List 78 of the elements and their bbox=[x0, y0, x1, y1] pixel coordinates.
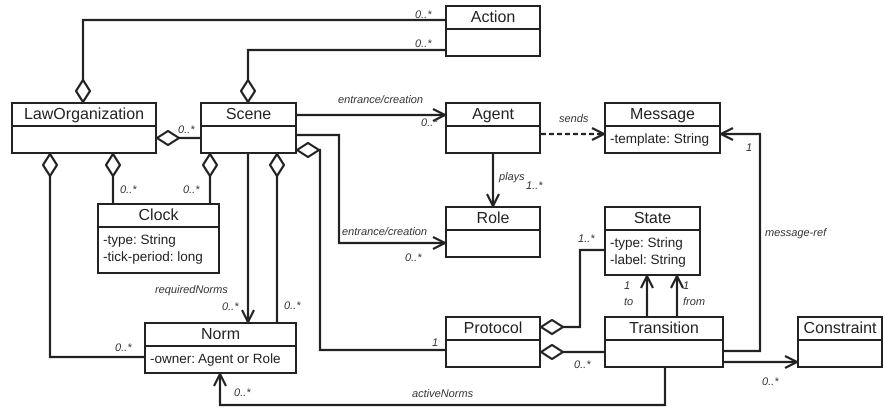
association-arrow bbox=[297, 108, 446, 122]
class-box bbox=[11, 102, 157, 154]
edge-label: 0..* bbox=[762, 376, 779, 388]
attribute-text: -type: String bbox=[609, 234, 684, 251]
class-name: LawOrganization bbox=[13, 104, 155, 127]
multiplicity-label: 0..* bbox=[222, 301, 239, 313]
multiplicity-label: 1..* bbox=[526, 180, 543, 192]
aggregation-line bbox=[156, 130, 200, 146]
aggregation-line bbox=[540, 344, 604, 360]
class-name: Message bbox=[606, 104, 719, 127]
edge-label: 1 bbox=[432, 337, 438, 349]
attribute-text: -tick-period: long bbox=[102, 248, 204, 265]
class-box bbox=[97, 203, 220, 274]
class-box bbox=[200, 102, 297, 154]
association-arrow bbox=[670, 274, 684, 316]
multiplicity-label: 1 bbox=[683, 280, 690, 292]
edge-label: 0..* bbox=[574, 359, 591, 371]
class-box bbox=[445, 102, 541, 154]
aggregation-line bbox=[296, 142, 445, 352]
association-arrow bbox=[720, 126, 762, 352]
class-box bbox=[445, 206, 541, 258]
class-name: Scene bbox=[202, 104, 295, 127]
multiplicity-label: 0..* bbox=[234, 387, 251, 399]
class-name: Transition bbox=[606, 318, 722, 341]
edge-label: 0..* bbox=[415, 38, 432, 50]
attribute-text: -template: String bbox=[609, 130, 710, 147]
edge-label: to bbox=[624, 296, 634, 308]
class-box bbox=[604, 206, 701, 276]
edge-label: requiredNorms bbox=[155, 284, 228, 296]
class-box bbox=[604, 316, 724, 368]
association-arrow bbox=[486, 154, 500, 208]
class-box bbox=[144, 322, 297, 374]
edge-label: entrance/creation bbox=[342, 226, 427, 238]
attribute-text: -type: String bbox=[102, 231, 177, 248]
edge-label: entrance/creation bbox=[338, 94, 423, 106]
class-name: Action bbox=[447, 7, 539, 30]
edge-label: activeNorms bbox=[412, 388, 474, 400]
class-name: Protocol bbox=[447, 318, 539, 341]
class-name: Agent bbox=[447, 104, 539, 127]
association-arrow bbox=[541, 126, 606, 142]
class-name: State bbox=[606, 208, 699, 231]
edge-label: from bbox=[683, 296, 705, 308]
edge-label: 0..* bbox=[115, 342, 132, 354]
edge-label: plays bbox=[499, 171, 525, 183]
multiplicity-label: 1 bbox=[746, 142, 752, 154]
edge-label: sends bbox=[559, 113, 588, 125]
edge-label: 0..* bbox=[183, 184, 200, 196]
association-arrow bbox=[240, 154, 256, 324]
class-box bbox=[445, 5, 541, 57]
association-arrow bbox=[212, 368, 666, 406]
attribute-text: -owner: Agent or Role bbox=[149, 350, 282, 367]
class-name: Clock bbox=[99, 205, 218, 228]
edge-label: 0..* bbox=[178, 124, 195, 136]
class-box bbox=[797, 316, 883, 368]
attribute-text: -label: String bbox=[609, 251, 687, 268]
aggregation-line bbox=[104, 152, 122, 203]
aggregation-line bbox=[240, 48, 445, 104]
class-name: Constraint bbox=[799, 318, 881, 341]
class-name: Norm bbox=[146, 324, 295, 347]
aggregation-line bbox=[74, 18, 445, 104]
class-name: Role bbox=[447, 208, 539, 231]
aggregation-line bbox=[202, 152, 218, 203]
multiplicity-label: 1 bbox=[624, 280, 630, 292]
aggregation-line bbox=[42, 152, 144, 358]
association-arrow bbox=[724, 354, 798, 370]
association-arrow bbox=[640, 274, 654, 316]
edge-label: 0..* bbox=[415, 9, 432, 21]
class-box bbox=[604, 102, 721, 154]
edge-label: 1..* bbox=[578, 233, 595, 245]
edge-label: message-ref bbox=[765, 227, 826, 239]
edge-label: 0..* bbox=[284, 300, 301, 312]
aggregation-line bbox=[540, 248, 604, 336]
class-box bbox=[445, 316, 541, 368]
multiplicity-label: 0..* bbox=[421, 117, 438, 129]
association-arrow bbox=[297, 134, 446, 250]
multiplicity-label: 0..* bbox=[405, 252, 422, 264]
aggregation-line bbox=[268, 152, 286, 322]
edge-label: 0..* bbox=[120, 184, 137, 196]
